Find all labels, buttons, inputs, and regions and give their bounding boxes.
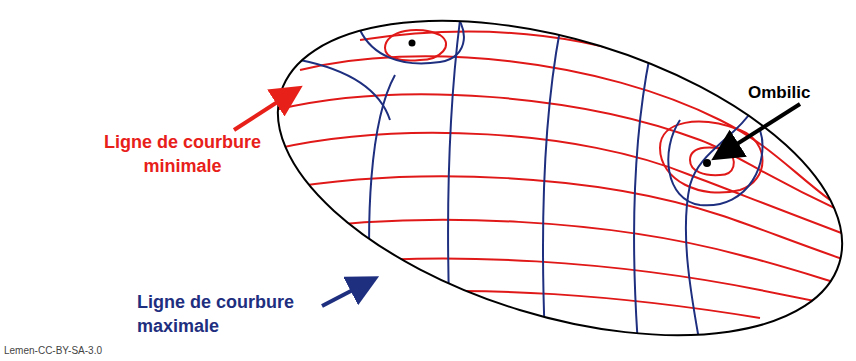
credit-note: Lemen-CC-BY-SA-3.0: [4, 344, 204, 358]
umbilic-label: Ombilic: [748, 82, 848, 105]
curve-label: Ligne de courbure maximale: [137, 290, 312, 339]
curve-label: Ligne de courbure minimale: [95, 130, 270, 179]
